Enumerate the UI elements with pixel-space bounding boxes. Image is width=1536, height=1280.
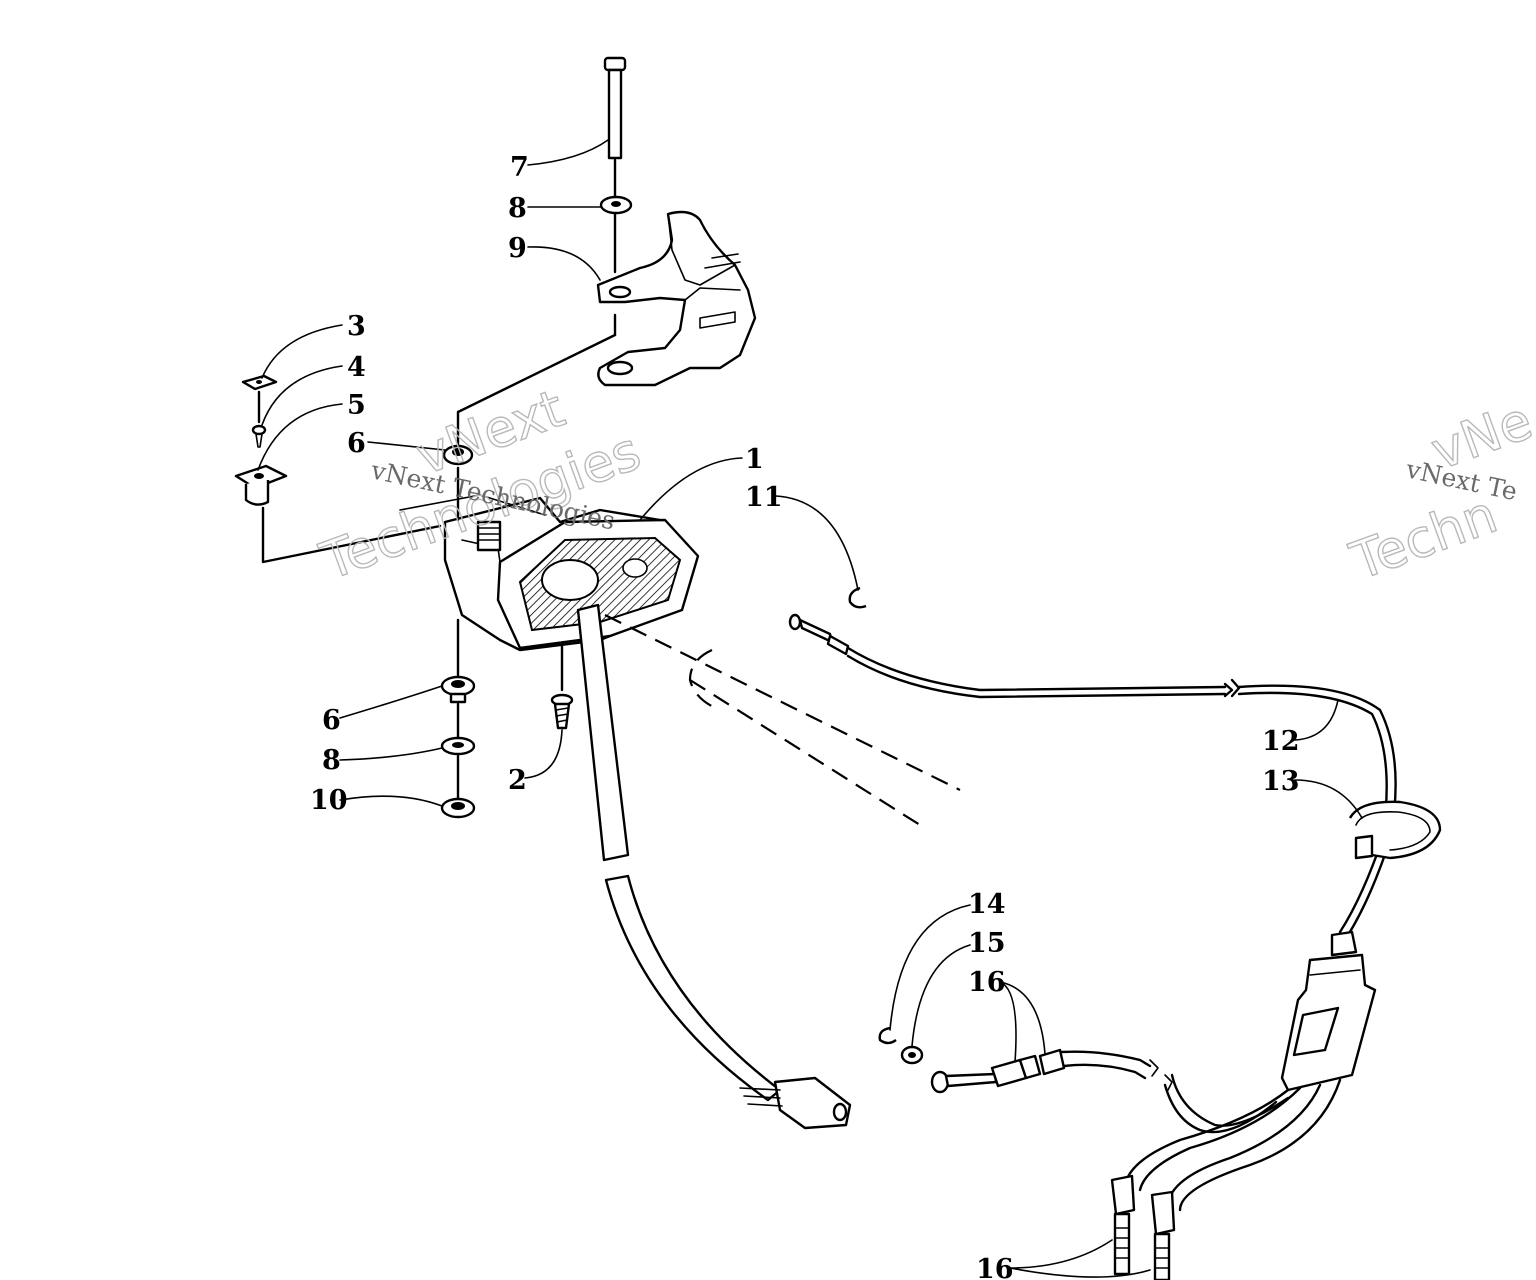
callout-6-top: 6	[347, 428, 366, 459]
eclip-part-11	[848, 586, 867, 609]
screw-part-2	[550, 693, 574, 730]
leader-1	[639, 457, 743, 521]
callout-16-middle: 16	[968, 967, 1006, 998]
watermark-right: vNe Techn vNext Te	[1342, 390, 1536, 593]
handlebar-grip-outline	[604, 614, 961, 826]
callout-14: 14	[968, 889, 1006, 920]
housing-part-1	[399, 494, 700, 652]
assembly-line-5-to-1	[261, 506, 442, 564]
leader-2	[524, 729, 563, 779]
assembly-line-9-to-6	[456, 333, 617, 450]
callout-2: 2	[508, 765, 527, 796]
fitting-part-16-right	[1150, 1190, 1176, 1280]
leader-16-a	[999, 981, 1017, 1063]
svg-text:Techn: Techn	[1343, 485, 1505, 593]
callout-9: 9	[508, 233, 527, 264]
washer-part-8-bottom	[440, 736, 476, 756]
leader-9	[527, 246, 601, 281]
callout-10: 10	[310, 785, 348, 816]
callout-7: 7	[510, 152, 529, 183]
leader-4	[261, 365, 343, 426]
wire-harness-tube	[576, 603, 852, 1130]
leader-7	[527, 139, 609, 166]
leader-15	[911, 944, 971, 1047]
leader-6-top	[367, 441, 446, 451]
callout-8-bottom: 8	[322, 745, 341, 776]
leader-3	[261, 324, 343, 379]
throttle-cable-part-12	[788, 613, 1397, 937]
leader-5	[257, 403, 343, 471]
nut-part-10	[440, 797, 476, 819]
callout-8-top: 8	[508, 193, 527, 224]
grommet-part-6-top	[442, 444, 474, 466]
callout-11: 11	[745, 482, 783, 513]
washer-part-8-top	[599, 195, 633, 215]
clip-part-3	[241, 374, 278, 391]
cable-junction-box	[1123, 930, 1377, 1212]
callout-16-bottom: 16	[976, 1254, 1014, 1280]
leader-8-bottom	[339, 747, 443, 761]
fitting-part-16-left	[1110, 1174, 1136, 1276]
leader-16-d	[1009, 1267, 1151, 1278]
leader-10	[339, 795, 443, 807]
leader-14	[889, 904, 971, 1031]
leader-12	[1294, 699, 1339, 741]
callout-1: 1	[745, 444, 764, 475]
leader-lines	[257, 139, 1363, 1278]
callout-13: 13	[1262, 766, 1300, 797]
clamp-part-13	[1348, 800, 1442, 860]
callout-3: 3	[347, 311, 366, 342]
grommet-part-5	[234, 464, 288, 506]
leader-13	[1294, 779, 1363, 819]
washer-part-15	[900, 1045, 924, 1065]
leader-16-b	[999, 981, 1046, 1055]
bracket-part-9	[596, 210, 757, 387]
bolt-part-7	[603, 56, 627, 160]
cable-end-part-16	[930, 1048, 1159, 1094]
callout-6-bottom: 6	[322, 705, 341, 736]
callout-labels: 7 8 9 3 4 5 6 1 11 6 8 10 2 12 13 14 15 …	[310, 152, 1300, 1280]
eclip-part-14	[878, 1026, 897, 1045]
screw-part-4	[251, 424, 267, 448]
leader-11	[775, 495, 859, 591]
leader-16-c	[1009, 1239, 1113, 1269]
leader-6-bottom	[339, 685, 443, 719]
callout-15: 15	[968, 928, 1006, 959]
callout-4: 4	[347, 352, 366, 383]
callout-12: 12	[1262, 726, 1300, 757]
callout-5: 5	[347, 390, 366, 421]
grommet-part-6-bottom	[440, 675, 476, 704]
